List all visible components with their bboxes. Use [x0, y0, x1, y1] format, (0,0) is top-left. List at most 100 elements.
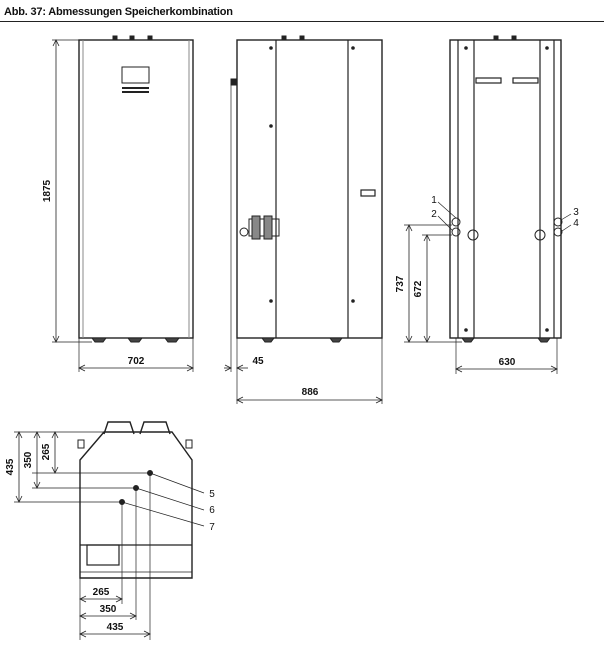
arrow	[79, 630, 87, 638]
pipe-end	[239, 227, 249, 237]
top-view	[14, 421, 205, 640]
connection-3	[553, 217, 563, 227]
top-handle	[103, 421, 135, 435]
pipe-valve	[251, 215, 261, 240]
connection-label-3: 3	[573, 207, 579, 218]
foot	[461, 337, 475, 343]
arrow	[15, 431, 23, 439]
top-vertical-265-label: 265	[41, 443, 52, 460]
arrow	[423, 234, 431, 242]
foot	[91, 337, 107, 343]
arrow	[51, 431, 59, 439]
rivet	[545, 328, 549, 332]
foot	[127, 337, 143, 343]
rear-height-672-label: 672	[413, 280, 424, 297]
rear-height-737-label: 737	[395, 275, 406, 292]
rivet	[269, 299, 273, 303]
front-view	[52, 35, 194, 372]
top-stub	[493, 35, 499, 41]
top-horizontal-265-label: 265	[93, 587, 110, 598]
top-recess	[86, 544, 120, 566]
foot	[537, 337, 551, 343]
arrow	[52, 335, 60, 343]
foot	[261, 337, 275, 343]
arrow	[33, 431, 41, 439]
rivet	[351, 46, 355, 50]
connection-label-1: 1	[431, 195, 437, 206]
rear-view	[404, 35, 572, 374]
front-height-label: 1875	[42, 179, 53, 202]
top-stub	[281, 35, 287, 41]
connection-2	[451, 227, 461, 237]
leader-6	[135, 487, 205, 511]
leader-4	[561, 224, 572, 232]
arrow	[405, 224, 413, 232]
connection-label-7: 7	[209, 522, 215, 533]
side-bracket	[185, 439, 193, 449]
connection-label-2: 2	[431, 209, 437, 220]
rivet	[269, 46, 273, 50]
side-depth-label: 886	[302, 387, 319, 398]
foot	[329, 337, 343, 343]
arrow	[186, 364, 194, 372]
top-horizontal-350-label: 350	[100, 604, 117, 615]
port	[467, 229, 479, 241]
caption-underline	[0, 21, 604, 22]
rear-grip	[512, 77, 539, 84]
arrow	[375, 396, 383, 404]
top-stub	[511, 35, 517, 41]
arrow	[236, 396, 244, 404]
rivet	[464, 328, 468, 332]
arrow	[455, 365, 463, 373]
foot	[164, 337, 180, 343]
figure-caption: Abb. 37: Abmessungen Speicherkombination	[4, 6, 233, 18]
wall-bracket	[230, 78, 238, 86]
side-bracket	[77, 439, 85, 449]
rivet	[351, 299, 355, 303]
arrow	[550, 365, 558, 373]
top-horizontal-435-label: 435	[107, 622, 124, 633]
arrow	[405, 335, 413, 343]
arrow	[15, 495, 23, 503]
connection-label-6: 6	[209, 505, 215, 516]
side-cabinet	[236, 39, 383, 339]
arrow	[79, 612, 87, 620]
top-stub	[129, 35, 135, 41]
leader-3	[560, 213, 572, 221]
arrow	[423, 335, 431, 343]
rivet	[464, 46, 468, 50]
leader-5	[149, 472, 205, 494]
rivet	[269, 124, 273, 128]
pipe-valve	[263, 215, 273, 240]
top-handle	[139, 421, 171, 435]
connection-label-4: 4	[573, 218, 579, 229]
side-handle	[360, 189, 376, 197]
arrow	[52, 39, 60, 47]
arrow	[78, 364, 86, 372]
leader-2	[437, 215, 453, 231]
front-cabinet	[78, 39, 194, 339]
top-vertical-435-label: 435	[5, 458, 16, 475]
display-panel	[121, 66, 150, 84]
leader-1	[437, 201, 457, 219]
connection-1	[451, 217, 461, 227]
connection-label-5: 5	[209, 489, 215, 500]
top-vertical-350-label: 350	[23, 451, 34, 468]
arrow	[129, 612, 137, 620]
rear-cabinet	[449, 39, 562, 339]
front-width-label: 702	[128, 356, 145, 367]
arrow	[79, 595, 87, 603]
port	[534, 229, 546, 241]
top-stub	[112, 35, 118, 41]
side-view	[224, 35, 383, 404]
rear-grip	[475, 77, 502, 84]
arrow	[143, 630, 151, 638]
top-stub	[299, 35, 305, 41]
arrow	[224, 364, 232, 372]
side-offset-label: 45	[252, 356, 264, 367]
rivet	[545, 46, 549, 50]
rear-width-label: 630	[499, 357, 516, 368]
connection-4	[553, 227, 563, 237]
arrow	[51, 466, 59, 474]
